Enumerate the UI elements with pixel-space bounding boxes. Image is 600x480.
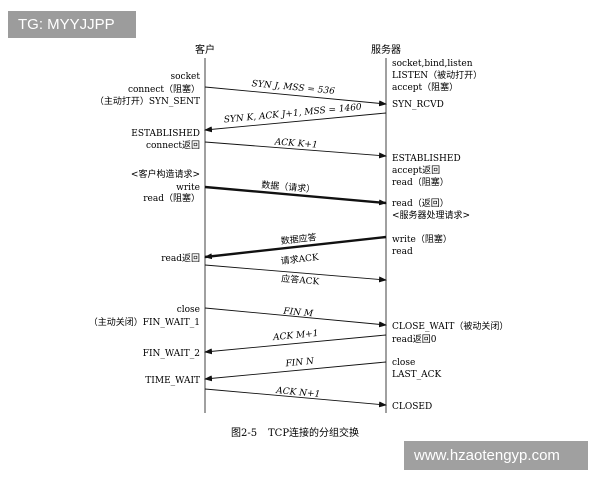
server-label-close: close — [392, 358, 415, 368]
client-label-build-request: <客户构造请求> — [131, 168, 200, 180]
client-label-syn-sent: （主动打开）SYN_SENT — [95, 95, 200, 107]
msg-ack-m: ACK M+1 — [272, 329, 319, 343]
server-label-accept-return: accept返回 — [392, 164, 440, 176]
arrow-data-request — [204, 185, 387, 206]
arrow-ack-n — [204, 388, 387, 408]
server-label-last-ack: LAST_ACK — [392, 370, 442, 380]
client-label-time-wait: TIME_WAIT — [145, 376, 200, 386]
client-label-close: close — [177, 305, 200, 315]
arrow-ack-k — [204, 141, 387, 159]
server-label-read-returned: read（返回） — [392, 197, 449, 209]
arrow-syn-j — [204, 86, 387, 107]
server-label-syn-rcvd: SYN_RCVD — [392, 100, 444, 110]
client-label-write: write — [176, 183, 200, 193]
server-label-read-block: read（阻塞） — [392, 176, 449, 188]
client-column-title: 客户 — [195, 43, 215, 56]
arrow-fin-m — [204, 307, 387, 328]
msg-ack-k: ACK K+1 — [273, 137, 318, 150]
server-label-listen: LISTEN（被动打开） — [392, 69, 482, 81]
client-label-read-return: read返回 — [161, 252, 200, 264]
arrow-data-reply — [204, 235, 387, 260]
server-label-socket-bind-listen: socket,bind,listen — [392, 59, 473, 69]
client-label-connect-block: connect（阻塞） — [128, 83, 200, 95]
client-label-connect-return: connect返回 — [146, 139, 200, 151]
client-label-fin-wait-1: （主动关闭）FIN_WAIT_1 — [89, 316, 200, 328]
figure-number: 图2-5 — [231, 427, 257, 439]
server-label-read: read — [392, 247, 413, 257]
client-label-established: ESTABLISHED — [131, 129, 200, 139]
server-label-close-wait: CLOSE_WAIT（被动关闭） — [392, 320, 508, 332]
arrow-reply-ack — [204, 264, 387, 283]
watermark-bottom-right: www.hzaotengyp.com — [404, 441, 588, 470]
server-label-process-request: <服务器处理请求> — [392, 209, 470, 221]
server-label-read-return-0: read返回0 — [392, 333, 437, 345]
client-label-socket: socket — [171, 72, 201, 82]
msg-request-ack: 请求ACK — [280, 251, 319, 267]
server-label-write-block: write（阻塞） — [392, 233, 452, 245]
arrow-syn-k-ack — [204, 112, 387, 133]
client-label-read-block: read（阻塞） — [143, 192, 200, 204]
msg-ack-n: ACK N+1 — [275, 386, 321, 400]
msg-data-reply: 数据应答 — [280, 231, 317, 247]
arrow-ack-m — [204, 334, 387, 355]
watermark-top-left: TG: MYYJJPP — [8, 11, 136, 38]
arrow-fin-n — [204, 361, 387, 382]
server-label-closed: CLOSED — [392, 402, 432, 412]
client-label-fin-wait-2: FIN_WAIT_2 — [143, 349, 200, 359]
server-label-accept-block: accept（阻塞） — [392, 81, 458, 93]
msg-fin-m: FIN M — [282, 307, 314, 320]
server-label-established: ESTABLISHED — [392, 154, 461, 164]
server-column-title: 服务器 — [371, 43, 401, 56]
msg-syn-j: SYN J, MSS = 536 — [251, 79, 335, 97]
msg-reply-ack: 应答ACK — [281, 272, 320, 287]
msg-fin-n: FIN N — [284, 357, 315, 370]
figure-caption: TCP连接的分组交换 — [268, 426, 359, 439]
